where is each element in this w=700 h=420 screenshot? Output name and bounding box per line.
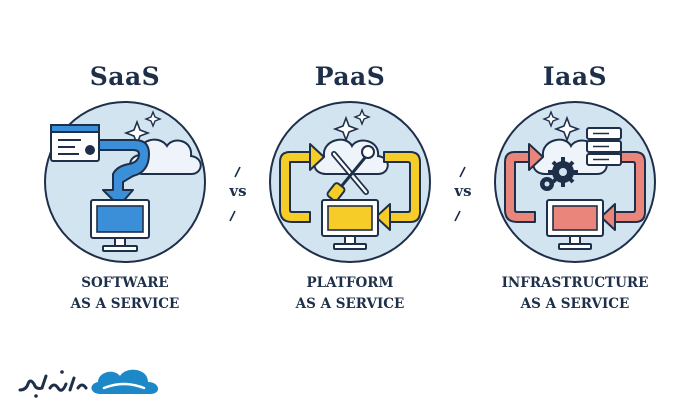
saas-title: SaaS [89,62,161,91]
vs-label-2: vs [454,182,472,200]
paas-line2: AS A SERVICE [295,296,405,312]
iaas-panel: IaaS INFR [475,0,675,320]
paas-panel: PaaS PLATFORM AS A SERVICE [250,0,450,320]
paas-title: PaaS [314,62,386,91]
paas-line1: PLATFORM [306,275,394,291]
iaas-line2: AS A SERVICE [520,296,630,312]
brand-logo [18,369,159,398]
slash-marks [229,166,241,222]
iaas-title: IaaS [542,62,608,91]
saas-panel: SaaS SOFTWARE AS A SERVICE [25,0,225,320]
saas-line2: AS A SERVICE [70,296,180,312]
iaas-illustration [494,101,656,263]
vs-separator-1: vs [223,165,253,225]
slash-marks [454,166,466,222]
iaas-description: INFRASTRUCTURE AS A SERVICE [475,273,675,315]
vs-label-1: vs [229,182,247,200]
saas-description: SOFTWARE AS A SERVICE [25,273,225,315]
paas-illustration [269,101,431,263]
saas-illustration [44,101,206,263]
iaas-line1: INFRASTRUCTURE [501,275,649,291]
vs-separator-2: vs [448,165,478,225]
paas-description: PLATFORM AS A SERVICE [250,273,450,315]
saas-line1: SOFTWARE [81,275,169,291]
